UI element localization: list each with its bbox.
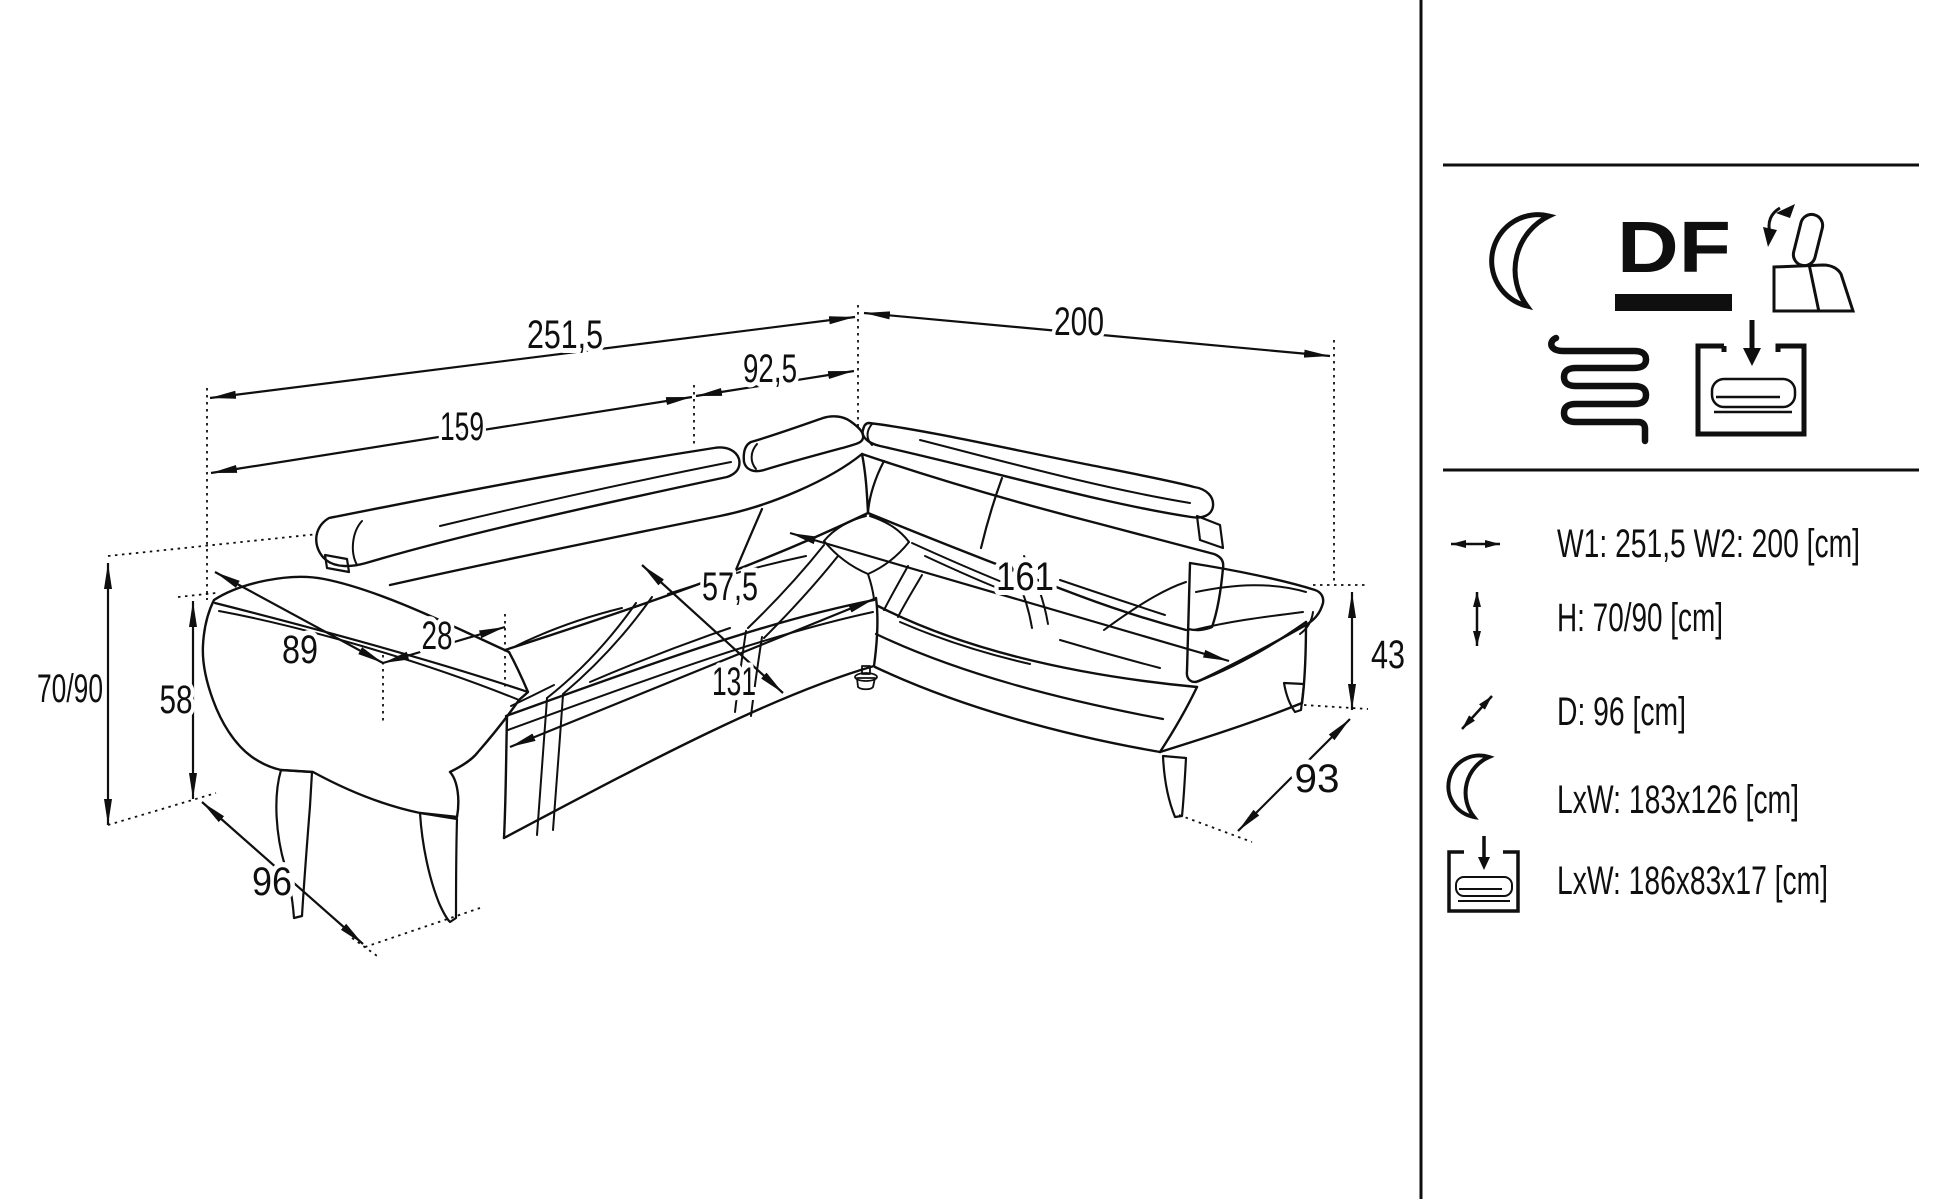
dimension-labels: 251,5 159 92,5 200 57,5 161 131 89 28 58… bbox=[32, 295, 1410, 909]
sofa-leg-chaise-near bbox=[1161, 754, 1188, 819]
sofa-chaise-armrest-path bbox=[1185, 561, 1325, 684]
dim-label-total-height: 70/90 bbox=[37, 667, 103, 711]
sofa-backrest-right-path-2 bbox=[866, 459, 886, 515]
spec-row-depth: D: 96 [cm] bbox=[1461, 690, 1686, 734]
spec-text-height: H: 70/90 [cm] bbox=[1557, 596, 1723, 640]
dim-line-w1 bbox=[209, 315, 856, 400]
spec-text-storage: LxW: 186x83x17 [cm] bbox=[1557, 859, 1828, 903]
sofa-headrest-right-path-2 bbox=[866, 423, 873, 446]
sofa-headrest-corner bbox=[742, 415, 865, 473]
storage-icon-rect bbox=[1710, 377, 1797, 409]
df-label: DF bbox=[1615, 208, 1732, 311]
extension-lines-path-13 bbox=[351, 937, 381, 959]
sofa-chaise-armrest-path-5 bbox=[1299, 611, 1314, 635]
dim-label-seat-depth: 57,5 bbox=[702, 565, 758, 609]
sofa-headrest-right-path bbox=[861, 421, 1215, 519]
sofa-backrest-main-path bbox=[388, 452, 864, 587]
depth-arrow-icon bbox=[1461, 695, 1493, 730]
dim-label-chaise-cushion: 161 bbox=[996, 555, 1054, 599]
spec-row-bed: LxW: 183x126 [cm] bbox=[1446, 753, 1799, 822]
backrest-adjust-icon-path-2 bbox=[1807, 263, 1821, 313]
extension-lines-path-6 bbox=[107, 792, 217, 826]
storage-icon-small-path-2 bbox=[1478, 857, 1490, 870]
storage-icon-path bbox=[1695, 343, 1807, 437]
spec-text-width: W1: 251,5 W2: 200 [cm] bbox=[1557, 522, 1860, 566]
dim-line-depth bbox=[201, 801, 364, 945]
sofa-headrest-right bbox=[861, 421, 1215, 519]
dimension-lines bbox=[104, 311, 1356, 945]
backrest-adjust-icon bbox=[1763, 204, 1856, 313]
dim-line-chaise-cushion bbox=[789, 531, 1230, 663]
sofa-headrest-left-path-3 bbox=[439, 461, 732, 527]
dim-label-armrest-length: 89 bbox=[282, 628, 318, 672]
extension-lines-path-12 bbox=[1178, 814, 1253, 843]
storage-icon bbox=[1695, 320, 1807, 437]
dim-label-w1: 251,5 bbox=[527, 313, 603, 357]
backrest-adjust-icon-rect bbox=[1791, 212, 1825, 268]
storage-icon-path-2 bbox=[1743, 348, 1761, 366]
spring-icon bbox=[1548, 334, 1650, 445]
info-panel: DF W1: 251,5 W2: 200 [cm] H: 70/90 [cm] … bbox=[1419, 0, 1919, 1199]
sofa-leg-front-mid bbox=[418, 811, 459, 924]
moon-icon-small bbox=[1446, 753, 1495, 820]
backrest-adjust-icon-path-5 bbox=[1763, 227, 1777, 247]
dim-line-chaise-depth bbox=[1237, 718, 1351, 832]
sofa-headrest-corner-path bbox=[742, 415, 865, 473]
dim-line-armrest-width bbox=[382, 625, 506, 665]
storage-icon-small-rect bbox=[1455, 876, 1513, 897]
feature-icons: DF bbox=[1489, 204, 1856, 445]
moon-icon bbox=[1489, 212, 1557, 311]
sofa-headrest-left bbox=[315, 446, 741, 568]
dim-label-armrest-height: 58 bbox=[160, 678, 193, 722]
spec-row-width: W1: 251,5 W2: 200 [cm] bbox=[1451, 522, 1860, 566]
sofa-chaise-left-face-path-3 bbox=[873, 665, 1162, 754]
dim-line-w2 bbox=[863, 311, 1331, 358]
spec-row-height: H: 70/90 [cm] bbox=[1473, 592, 1723, 646]
df-label-rect bbox=[1615, 294, 1732, 311]
df-label-label: DF bbox=[1617, 208, 1731, 288]
spec-text-bed: LxW: 183x126 [cm] bbox=[1557, 778, 1799, 822]
dim-line-seat-width bbox=[509, 597, 875, 749]
sofa-headrest-left-path-2 bbox=[351, 520, 363, 566]
sofa-armrest-left-path bbox=[201, 575, 530, 819]
sofa-headrest-left-path bbox=[315, 446, 741, 568]
sofa-front-face-path-5 bbox=[502, 714, 509, 840]
dim-label-seat-width: 131 bbox=[712, 660, 756, 704]
spec-row-storage: LxW: 186x83x17 [cm] bbox=[1447, 836, 1828, 913]
extension-lines bbox=[107, 305, 1369, 959]
backrest-adjust-icon-path-4 bbox=[1776, 204, 1795, 218]
sofa-chaise-right-face-path-3 bbox=[1158, 701, 1304, 754]
sofa-leg-chaise-right bbox=[1282, 681, 1306, 714]
storage-icon-small-path bbox=[1447, 850, 1520, 913]
storage-icon-small bbox=[1447, 836, 1520, 913]
dim-label-armrest-width: 28 bbox=[422, 614, 453, 658]
dim-line-back-right bbox=[695, 369, 855, 398]
dim-label-chaise-seat-height: 43 bbox=[1371, 633, 1405, 677]
sofa-headrest-corner-path-2 bbox=[750, 443, 758, 470]
spec-text-depth: D: 96 [cm] bbox=[1557, 690, 1686, 734]
dimension-annotations: 251,5 159 92,5 200 57,5 161 131 89 28 58… bbox=[32, 295, 1410, 959]
dim-line-back-left bbox=[210, 395, 693, 475]
dim-label-w2: 200 bbox=[1054, 300, 1104, 344]
sofa-headrest-right-path-3 bbox=[919, 439, 1191, 504]
dim-label-chaise-depth: 93 bbox=[1295, 757, 1340, 801]
dim-label-depth: 96 bbox=[252, 860, 292, 904]
specs-list: W1: 251,5 W2: 200 [cm] H: 70/90 [cm] D: … bbox=[1446, 522, 1860, 913]
extension-lines-path-5 bbox=[107, 533, 319, 557]
dim-label-back-right: 92,5 bbox=[743, 347, 797, 391]
dim-line-armrest-length bbox=[214, 571, 384, 664]
backrest-adjust-icon-path bbox=[1772, 263, 1856, 313]
dim-label-back-left: 159 bbox=[440, 405, 484, 449]
sofa-chaise-left-face-path-4 bbox=[1158, 685, 1199, 754]
